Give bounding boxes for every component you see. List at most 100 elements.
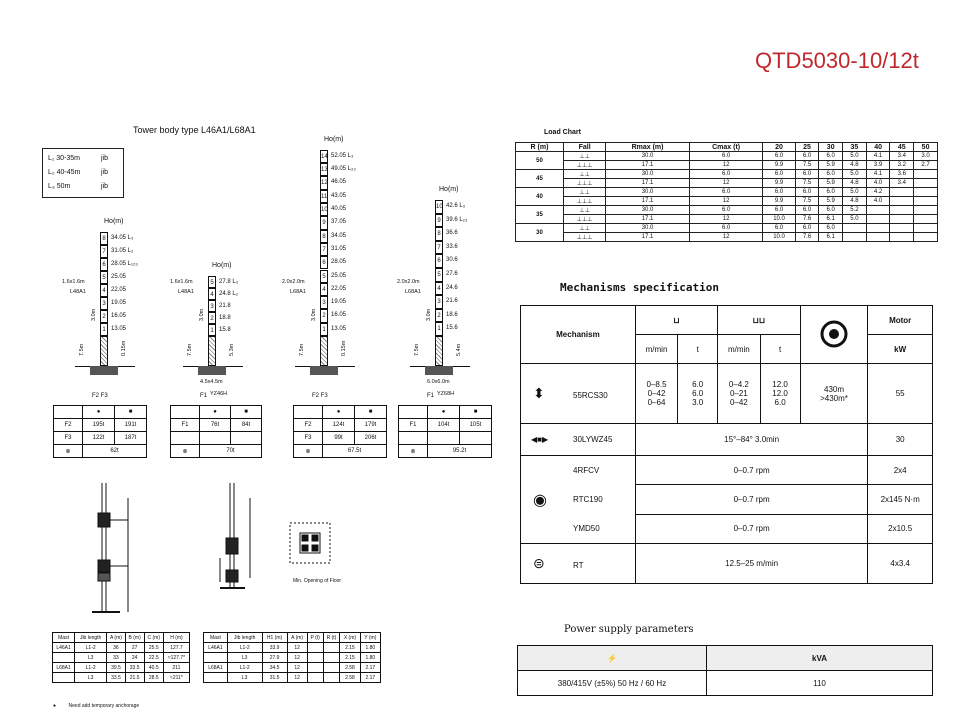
load-chart-cell: 12 [688,178,764,188]
load-chart-header: 20 [762,142,796,152]
hoist-value: 0–42 [729,398,748,407]
travel-spec: 12.5–25 m/min [634,543,869,584]
load-chart-cell: 6.0 [794,187,820,197]
tower-section: 10 [320,203,328,217]
tower-dimension: 3.0m [91,308,97,321]
load-chart-jib: 50 [515,151,564,170]
table-header: Jib length [226,632,263,643]
tower-foot-size: 4.5x4.5m [200,379,223,385]
weight-icon: ⊗ [53,444,83,458]
load-chart-cell: 6.1 [818,232,844,242]
plug-icon: ⚡ [517,645,707,671]
tower-ho-label: Ho(m) [104,218,124,225]
table-cell: L3 [226,652,263,663]
table-cell: L3 [226,672,263,683]
tower-dimension: 7.5m [187,343,193,356]
table-cell: 34.5 [261,662,288,673]
load-chart-cell: 4.8 [842,160,867,170]
load-chart-header: Fall [562,142,607,152]
tower-section: 8 [100,232,108,245]
slewing-spec: 0–0.7 rpm [634,454,869,486]
tower-height-label: 21.8 [219,303,231,309]
load-chart-cell: 3.2 [889,160,915,170]
tower-dimension: 7.5m [414,343,420,356]
tower-section: 4 [208,288,216,300]
tower-height-label: 18.6 [446,311,458,318]
table-cell [322,652,341,663]
tower-height-label: 37.05 [331,219,347,226]
jib-legend-range: 40-45m [56,169,81,176]
travel-icon: ⊜ [533,555,545,571]
force-value: 84t [230,418,262,432]
table-header: C (m) [143,632,164,643]
load-chart-cell: 30.0 [605,169,690,179]
tower-section: 7 [320,242,328,257]
load-chart-cell: 3.6 [889,169,915,179]
tower-force-labels: F2 F3 [92,393,108,399]
load-chart-cell: 6.1 [818,214,844,224]
tower-dimension: 3.0m [426,308,432,321]
load-chart-cell: 6.0 [762,151,796,161]
force-value: 122t [82,431,115,445]
table-cell [203,652,228,663]
tower-height-label: 34.05 [331,232,347,239]
tower-height-label: 28.05 L₁₂₃ [111,261,138,267]
tower-base-size: 2.0x2.0m [397,279,420,285]
tower-section: 12 [320,176,328,190]
slewing-name: YMD50 [573,524,600,533]
load-chart-cell [913,232,938,242]
load-chart-cell: 12 [688,160,764,170]
load-chart-cell: 4.8 [842,196,867,206]
mech-col-mmin: m/min [717,334,761,364]
tower-height-label: 34.05 L₃ [111,235,134,241]
tower-dimension: 5.4m [456,343,462,356]
tower-section: 9 [320,216,328,230]
table-header: Mast [203,632,228,643]
load-chart-cell: 6.0 [688,223,764,233]
anchor-note: ● Need add temporary anchorage [53,703,140,709]
jib-legend-sym: L₃ [48,183,55,190]
tower-dimension: 3.0m [311,308,317,321]
force-value: 124t [322,418,355,432]
jib-legend-unit: jib [101,169,109,176]
tower-section: 7 [100,245,108,258]
table-cell: L3 [74,652,108,663]
fall-icon: ⊥⊥⊥ [562,178,607,188]
tower-section: 4 [320,282,328,297]
tower-height-label: 19.05 [331,299,347,306]
tower-height-label: 43.05 [331,192,347,199]
force-weight: 62t [82,444,147,458]
tower-section: 1 [320,322,328,336]
table-cell: 28.5 [143,672,164,683]
tower-height-label: 19.05 [111,300,127,306]
tower-section: 1 [208,324,216,336]
load-chart-cell: 17.1 [605,214,690,224]
jib-legend-sym: L₁ [48,155,55,162]
load-chart-cell [842,232,867,242]
load-chart-cell: 3.4 [889,178,915,188]
force-key: F2 [53,418,83,432]
tower-section: 1 [100,323,108,336]
tower-base-mast [435,336,443,366]
tower-height-label: 13.05 [111,326,127,332]
load-chart-cell: 30.0 [605,187,690,197]
mech-col-mmin: m/min [634,334,679,364]
tower-base-size: 2.0x2.0m [282,279,305,285]
mechanisms-heading: Mechanisms specification [560,281,719,294]
load-chart-cell: 5.0 [842,151,867,161]
load-chart-cell [913,214,938,224]
tower-dimension: 0.15m [341,340,347,356]
hoist-value: 3.0 [692,398,704,407]
table-header: A (m) [286,632,308,643]
force-value: 104t [427,418,460,432]
table-cell: 2.58 [339,672,361,683]
load-chart-title: Load Chart [544,129,581,136]
hoist-double-icon: ⊔⊔ [717,305,801,335]
slewing-name: 4RFCV [573,466,600,475]
